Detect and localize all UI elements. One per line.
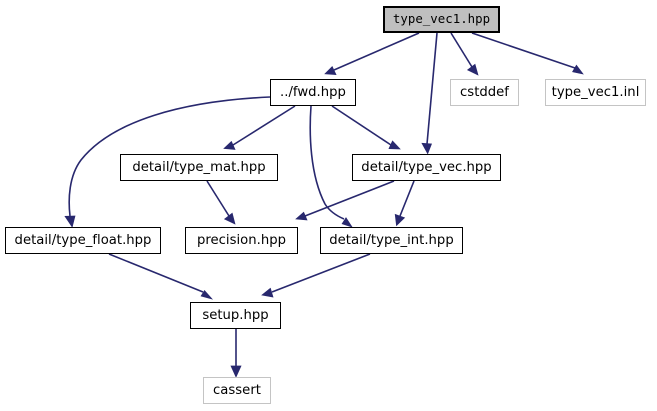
node-cstddef[interactable]: cstddef (450, 79, 519, 106)
node-label: type_vec1.inl (551, 84, 640, 100)
node-fwd-hpp[interactable]: ../fwd.hpp (270, 79, 356, 106)
node-setup-hpp[interactable]: setup.hpp (190, 302, 281, 329)
edge-fwd_hpp-to-detail_type_vec (331, 105, 401, 150)
edge-detail_type_vec-to-precision_hpp (295, 180, 395, 221)
node-label: detail/type_vec.hpp (361, 159, 492, 175)
edge-setup_hpp-to-cassert (230, 329, 242, 378)
edge-fwd_hpp-to-detail_type_mat (223, 105, 296, 150)
node-detail-type_int-hpp[interactable]: detail/type_int.hpp (320, 227, 463, 254)
edge-type_vec1_hpp-to-fwd_hpp (324, 32, 420, 75)
node-label: precision.hpp (196, 232, 287, 248)
edge-detail_type_float-to-setup_hpp (108, 253, 214, 300)
node-label: detail/type_float.hpp (14, 232, 152, 248)
edge-detail_type_vec-to-detail_type_int (394, 180, 415, 227)
edge-type_vec1_hpp-to-type_vec1_inl (471, 32, 584, 75)
node-label: setup.hpp (202, 307, 269, 323)
node-label: cstddef (460, 84, 509, 100)
node-type_vec1-inl[interactable]: type_vec1.inl (545, 79, 646, 106)
edge-type_vec1_hpp-to-cstddef (450, 32, 479, 76)
node-type_vec1-hpp[interactable]: type_vec1.hpp (383, 6, 500, 33)
node-cassert[interactable]: cassert (203, 377, 271, 404)
node-label: type_vec1.hpp (392, 11, 491, 27)
edge-fwd_hpp-to-detail_type_float (64, 96, 271, 228)
node-label: cassert (213, 382, 261, 398)
node-detail-type_vec-hpp[interactable]: detail/type_vec.hpp (352, 154, 501, 181)
node-detail-type_mat-hpp[interactable]: detail/type_mat.hpp (120, 154, 278, 181)
edge-type_vec1_hpp-to-detail_type_vec (421, 32, 438, 155)
edge-fwd_hpp-to-detail_type_int (309, 105, 353, 228)
node-detail-type_float-hpp[interactable]: detail/type_float.hpp (5, 227, 161, 254)
node-label: detail/type_mat.hpp (132, 159, 266, 175)
node-label: detail/type_int.hpp (329, 232, 454, 248)
node-label: ../fwd.hpp (280, 84, 346, 100)
edge-detail_type_int-to-setup_hpp (261, 253, 371, 298)
node-precision-hpp[interactable]: precision.hpp (185, 227, 298, 254)
edge-detail_type_mat-to-precision_hpp (206, 180, 236, 225)
